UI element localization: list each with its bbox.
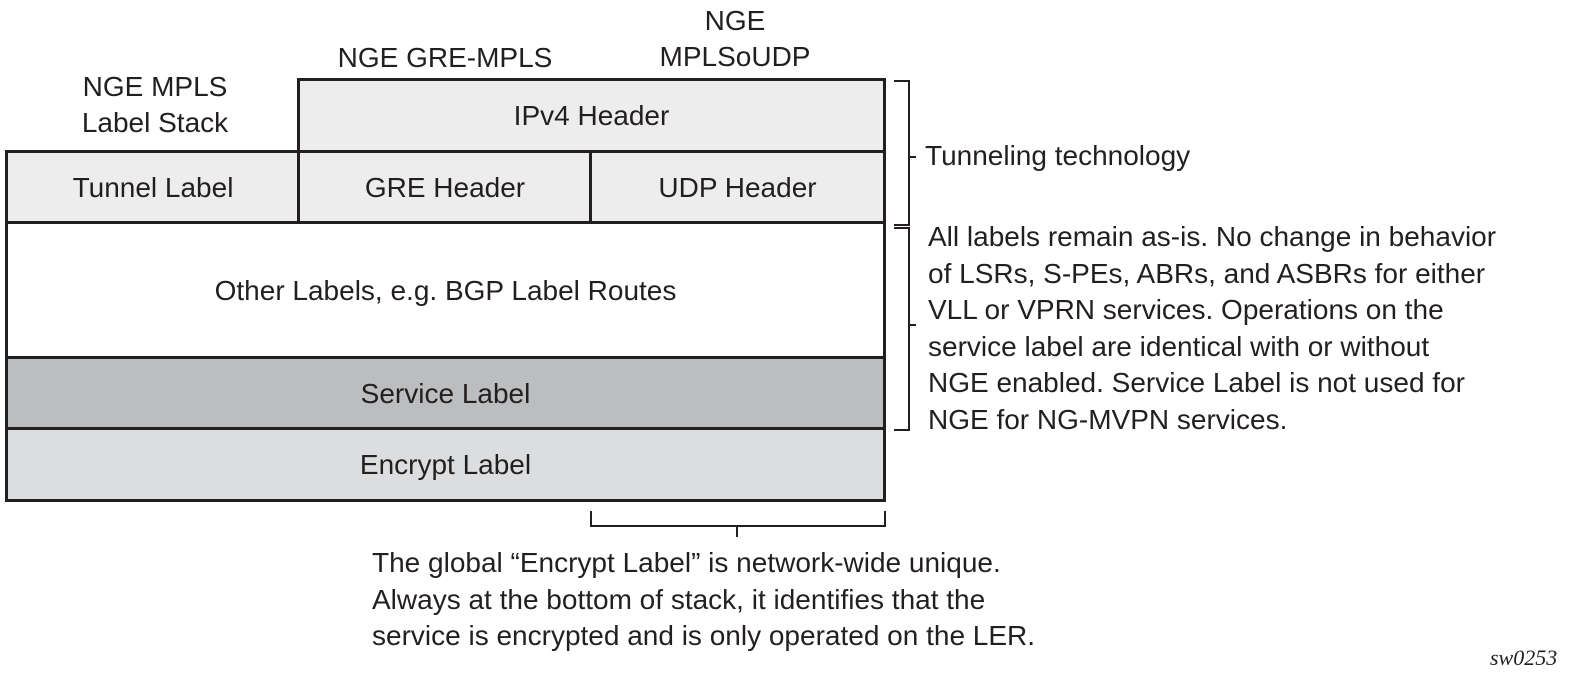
labels-note-line: All labels remain as-is. No change in be… [928,221,1497,252]
labels-note-line: service label are identical with or with… [928,330,1430,362]
tunneling-bracket [894,80,910,226]
gre-header-box: GRE Header [297,150,593,225]
header-nge-gre-mpls: NGE GRE-MPLS [337,42,553,73]
encrypt-note-line: service is encrypted and is only operate… [372,620,1036,651]
udp-header-label: UDP Header [658,171,817,203]
figure-id: sw0253 [1490,645,1558,670]
service-label-text: Service Label [360,377,531,409]
header-nge-mplsoudp: NGE MPLSoUDP [590,4,880,73]
encrypt-label-text: Encrypt Label [359,448,532,480]
header-nge-mplsoudp-line2: MPLSoUDP [659,41,811,72]
tunnel-label-box: Tunnel Label [5,150,301,225]
labels-note-line: NGE enabled. Service Label is not used f… [928,367,1465,398]
udp-header-box: UDP Header [589,150,886,225]
other-labels-text: Other Labels, e.g. BGP Label Routes [214,274,677,306]
labels-note-line: VLL or VPRN services. Operations on the [928,294,1444,325]
ipv4-header-box: IPv4 Header [297,78,886,154]
encrypt-note-line: The global “Encrypt Label” is network-wi… [372,547,1001,578]
header-nge-mpls-line1: NGE MPLS [82,71,228,102]
header-nge-mplsoudp-line1: NGE [704,5,766,36]
other-labels-box: Other Labels, e.g. BGP Label Routes [5,221,886,360]
encrypt-bracket-tick [736,525,738,537]
labels-bracket-tick [908,324,916,326]
encrypt-bracket [590,511,886,527]
labels-note-line: of LSRs, S-PEs, ABRs, and ASBRs for eith… [928,257,1486,289]
header-nge-mpls: NGE MPLS Label Stack [40,70,270,139]
encrypt-label-box: Encrypt Label [5,427,886,502]
service-label-box: Service Label [5,356,886,431]
encrypt-note-line: Always at the bottom of stack, it identi… [372,583,986,615]
labels-bracket [894,227,910,431]
encrypt-note: The global “Encrypt Label” is network-wi… [372,545,1035,655]
tunneling-technology-label: Tunneling technology [925,140,1191,171]
header-nge-mpls-line2: Label Stack [81,107,229,138]
gre-header-label: GRE Header [364,171,526,203]
tunnel-label-text: Tunnel Label [72,171,234,203]
labels-note: All labels remain as-is. No change in be… [928,219,1496,438]
ipv4-header-label: IPv4 Header [513,100,670,131]
tunneling-bracket-tick [908,156,916,158]
labels-note-line: NGE for NG-MVPN services. [928,403,1288,435]
